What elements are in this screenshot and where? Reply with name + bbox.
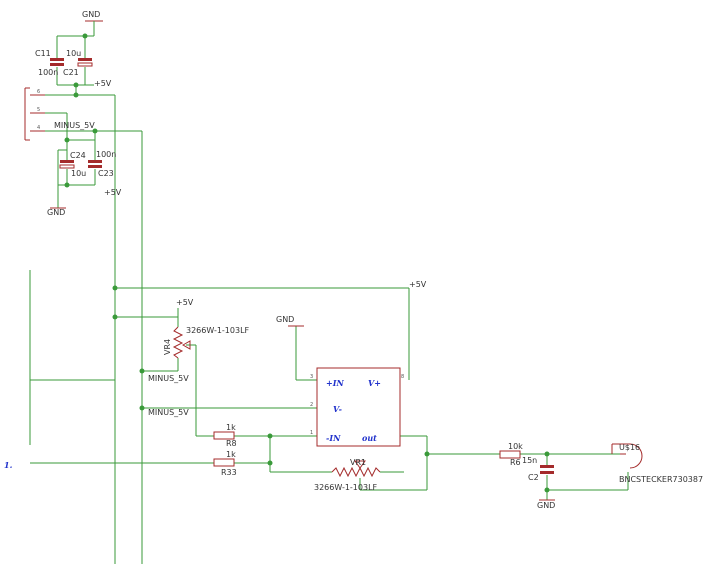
annotation-plus-in: +IN <box>326 378 344 388</box>
c24-symbol <box>60 160 74 163</box>
vr1-part-label: 3266W-1-103LF <box>314 483 378 492</box>
junction <box>544 487 550 493</box>
junctions-top <box>64 33 98 188</box>
r8-value-label: 1k <box>226 423 236 432</box>
c11-name-label: C11 <box>35 49 51 58</box>
main-components <box>172 326 643 478</box>
c23-symbol-b <box>88 165 102 168</box>
c2-symbol-b <box>540 471 554 474</box>
minus5v-b-label: MINUS_5V <box>148 408 189 417</box>
junction <box>267 460 273 466</box>
c11-value-label: 100n <box>38 68 58 77</box>
c23-symbol <box>88 160 102 163</box>
junction <box>424 451 430 457</box>
r6-symbol <box>499 450 521 459</box>
bnc-connector-symbol <box>620 443 643 469</box>
annotation-marker: 1. <box>4 460 13 470</box>
junction <box>64 182 70 188</box>
c23-name-label: C23 <box>98 169 114 178</box>
c2-symbol <box>540 465 554 468</box>
annotation-minus-in: -IN <box>326 433 341 443</box>
junction <box>112 314 118 320</box>
annotation-v-plus: V+ <box>368 378 381 388</box>
junction <box>112 285 118 291</box>
vr4-wiper-arrow <box>181 340 191 350</box>
opamp-pin-1-label: 1 <box>310 430 313 436</box>
opamp-pin-2-label: 2 <box>310 402 313 408</box>
c24-value-label: 10u <box>71 169 86 178</box>
p5v-rail-label: +5V <box>409 280 427 289</box>
c21-value-label: 10u <box>66 49 81 58</box>
junction <box>139 368 145 374</box>
bnc-name-label: U$16 <box>619 443 640 452</box>
opamp-body <box>316 367 401 447</box>
r33-symbol <box>213 458 235 467</box>
r6-value-label: 10k <box>508 442 523 451</box>
connector-pin-6-label: 6 <box>37 89 40 95</box>
handwritten-annotations: +IN V+ V- -IN out 1. <box>4 378 381 470</box>
r33-name-label: R33 <box>221 468 237 477</box>
junctions-main <box>112 285 550 493</box>
connector-pin-4-label: 4 <box>37 125 40 131</box>
r8-name-label: R8 <box>226 439 237 448</box>
vr4-symbol <box>172 326 184 359</box>
opamp-pin-8-label: 8 <box>401 374 404 380</box>
p5v-b-label: +5V <box>104 188 122 197</box>
c24-name-label: C24 <box>70 151 86 160</box>
c21-symbol-b <box>77 62 93 67</box>
p5v-a-label: +5V <box>94 79 112 88</box>
minus5v-a-label: MINUS_5V <box>148 374 189 383</box>
minus5v-conn-label: MINUS_5V <box>54 121 95 130</box>
r6-name-label: R6 <box>510 458 521 467</box>
c2-name-label: C2 <box>528 473 539 482</box>
vr1-symbol <box>331 466 381 478</box>
junction <box>139 405 145 411</box>
c21-name-label: C21 <box>63 68 79 77</box>
junction <box>544 451 550 457</box>
junction <box>92 128 98 134</box>
c21-symbol <box>78 58 92 61</box>
r33-value-label: 1k <box>226 450 236 459</box>
opamp-pin-3-label: 3 <box>310 374 313 380</box>
connector-pin-5-label: 5 <box>37 107 40 113</box>
p5v-pot-label: +5V <box>176 298 194 307</box>
c2-value-label: 15n <box>522 456 537 465</box>
gnd-mid-label: GND <box>47 208 65 217</box>
gnd-top-label: GND <box>82 10 100 19</box>
junction <box>73 92 79 98</box>
junction <box>82 33 88 39</box>
main-wiring <box>29 270 629 501</box>
vr4-part-label: 3266W-1-103LF <box>186 326 250 335</box>
junction <box>267 433 273 439</box>
annotation-out: out <box>362 433 377 443</box>
vr4-name-label: VR4 <box>163 339 172 355</box>
c11-symbol <box>50 58 64 61</box>
gnd-amp-label: GND <box>276 315 294 324</box>
annotation-v-minus: V- <box>333 404 342 414</box>
vr1-name-label: VR1 <box>350 458 366 467</box>
gnd-filter-label: GND <box>537 501 555 510</box>
labels: GND C11 10u 100n C21 +5V 6 5 4 MINUS_5V … <box>35 10 703 510</box>
c11-symbol-b <box>50 63 64 66</box>
junction <box>64 137 70 143</box>
bnc-part-label: BNCSTECKER730387 <box>619 475 703 484</box>
top-decoupling-group <box>24 20 143 564</box>
r8-symbol <box>213 431 235 440</box>
vr1-wiper-arrow <box>354 460 366 469</box>
junction <box>73 82 79 88</box>
c24-symbol-b <box>59 164 75 169</box>
c23-value-label: 100n <box>96 150 116 159</box>
